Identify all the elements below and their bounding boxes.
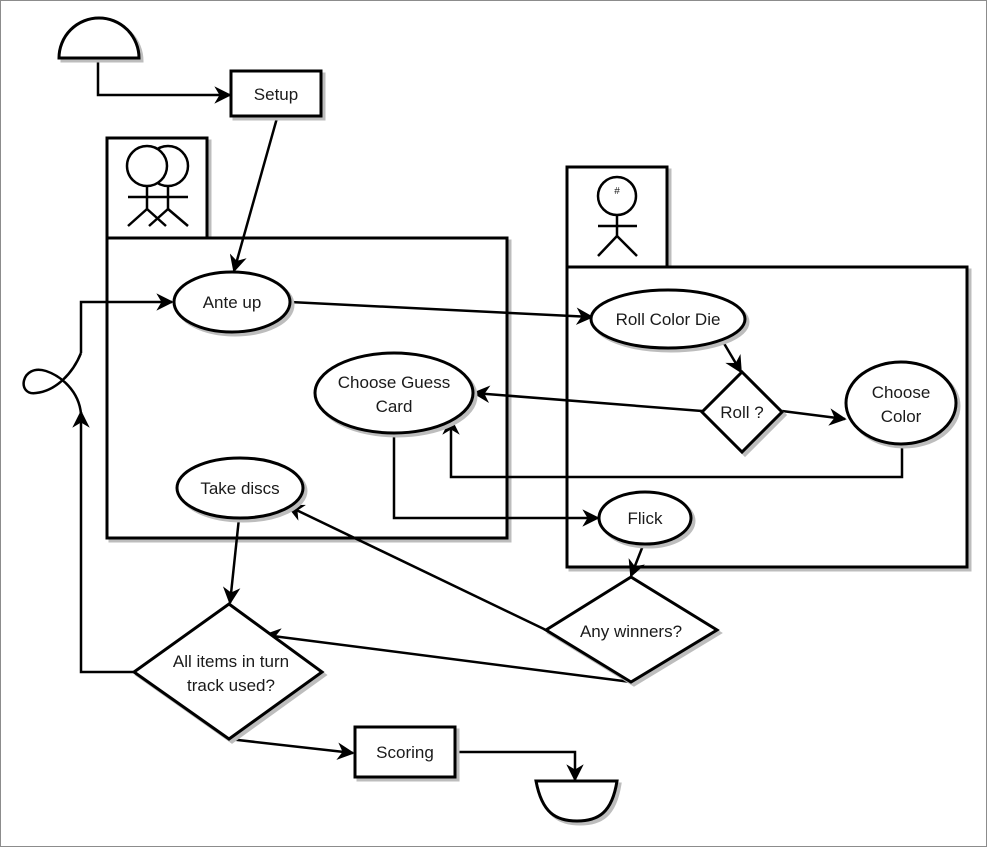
loop-curve	[22, 352, 83, 415]
any-winners-node[interactable]: Any winners?	[543, 575, 723, 687]
choose-color-node[interactable]: Choose Color	[844, 360, 961, 449]
edge-decision-color	[781, 408, 847, 426]
roll-color-die-node[interactable]: Roll Color Die	[589, 288, 750, 353]
take-discs-node[interactable]: Take discs	[175, 456, 308, 523]
edge-scoring-end	[457, 750, 584, 782]
edge-flick-winners	[628, 542, 646, 578]
edge-take-allitems	[222, 517, 241, 605]
choose-color-label-line2: Color	[881, 407, 922, 426]
any-winners-label: Any winners?	[580, 622, 682, 641]
choose-guess-card-label-line2: Card	[376, 397, 413, 416]
edge-color-guess	[442, 417, 904, 479]
edge-decision-guess	[472, 385, 703, 413]
scoring-node[interactable]: Scoring	[353, 725, 460, 782]
two-players-icon	[125, 144, 190, 227]
all-items-used-node[interactable]: All items in turn track used?	[131, 602, 328, 744]
ante-up-node[interactable]: Ante up	[172, 270, 295, 337]
take-discs-label: Take discs	[200, 479, 279, 498]
all-players-lane	[105, 136, 512, 543]
roll-color-die-label: Roll Color Die	[616, 310, 721, 329]
edge-winners-allitems	[263, 628, 632, 684]
flick-node[interactable]: Flick	[597, 490, 696, 549]
edge-ante-roll	[289, 300, 594, 325]
roll-decision-node[interactable]: Roll ?	[699, 369, 788, 458]
single-player-icon	[596, 175, 638, 257]
edge-guess-flick	[392, 433, 600, 527]
edge-roll-decision	[720, 339, 743, 374]
end-node[interactable]	[534, 779, 622, 826]
choose-guess-card-node[interactable]: Choose Guess Card	[313, 351, 478, 438]
edge-loop-ante	[79, 293, 174, 353]
edge-allitems-scoring	[228, 737, 355, 760]
all-items-used-label-line1: All items in turn	[173, 652, 289, 671]
setup-node[interactable]: Setup	[229, 69, 326, 121]
actor-label: #	[614, 186, 620, 197]
choose-guess-card-label-line1: Choose Guess	[338, 373, 450, 392]
edge-start-setup	[96, 58, 232, 104]
flick-label: Flick	[628, 509, 663, 528]
edge-setup-ante	[229, 117, 279, 273]
edge-allitems-loop	[72, 410, 134, 674]
edges	[22, 58, 904, 782]
roll-decision-label: Roll ?	[720, 403, 763, 422]
all-items-used-label-line2: track used?	[187, 676, 275, 695]
choose-color-label-line1: Choose	[872, 383, 931, 402]
edge-winners-take	[286, 504, 547, 632]
scoring-label: Scoring	[376, 743, 434, 762]
ante-up-label: Ante up	[203, 293, 262, 312]
start-node[interactable]	[57, 16, 144, 63]
setup-label: Setup	[254, 85, 298, 104]
